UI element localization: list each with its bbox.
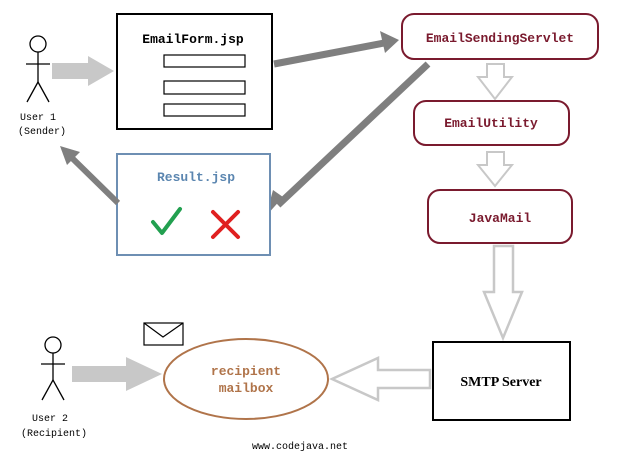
recipient-label-line2: (Recipient) xyxy=(21,428,87,440)
smtp-node: SMTP Server xyxy=(432,341,571,421)
arrow-form-to-servlet-head xyxy=(380,31,399,53)
arrow-utility-to-javamail xyxy=(475,151,515,188)
form-field-3 xyxy=(163,103,246,117)
sender-label-line1: User 1 xyxy=(20,113,56,124)
arrow-servlet-to-result xyxy=(275,61,431,208)
sender-person-icon xyxy=(26,35,50,103)
email-form-node: EmailForm.jsp xyxy=(116,13,273,130)
form-field-1 xyxy=(163,54,246,68)
arrow-form-to-servlet xyxy=(273,39,385,68)
mailbox-label-line1: recipient xyxy=(211,364,281,379)
arrow-recipient-to-mailbox xyxy=(72,357,162,391)
recipient-person-icon xyxy=(41,336,65,401)
mailbox-label-line2: mailbox xyxy=(219,381,274,396)
envelope-icon xyxy=(143,322,184,346)
arrow-sender-to-form xyxy=(52,56,114,86)
servlet-label: EmailSendingServlet xyxy=(426,31,574,46)
result-title: Result.jsp xyxy=(157,170,235,185)
javamail-node: JavaMail xyxy=(427,189,573,244)
form-field-2 xyxy=(163,80,246,95)
cross-icon xyxy=(211,210,240,239)
arrow-javamail-to-smtp xyxy=(482,244,524,342)
check-icon xyxy=(151,207,182,235)
utility-node: EmailUtility xyxy=(413,100,570,146)
mailbox-node: recipient mailbox xyxy=(163,338,329,420)
email-form-title: EmailForm.jsp xyxy=(142,32,244,47)
javamail-label: JavaMail xyxy=(469,211,532,226)
footer-url: www.codejava.net xyxy=(252,441,348,453)
arrow-result-to-sender xyxy=(67,153,121,206)
recipient-label-line1: User 2 xyxy=(32,414,68,425)
sender-label-line2: (Sender) xyxy=(18,126,66,138)
arrow-servlet-to-utility xyxy=(475,63,515,101)
utility-label: EmailUtility xyxy=(444,116,538,131)
result-node: Result.jsp xyxy=(116,153,271,256)
smtp-label: SMTP Server xyxy=(460,375,541,390)
arrow-smtp-to-mailbox xyxy=(328,356,432,402)
arrow-result-to-sender-head xyxy=(60,146,80,165)
servlet-node: EmailSendingServlet xyxy=(401,13,599,60)
